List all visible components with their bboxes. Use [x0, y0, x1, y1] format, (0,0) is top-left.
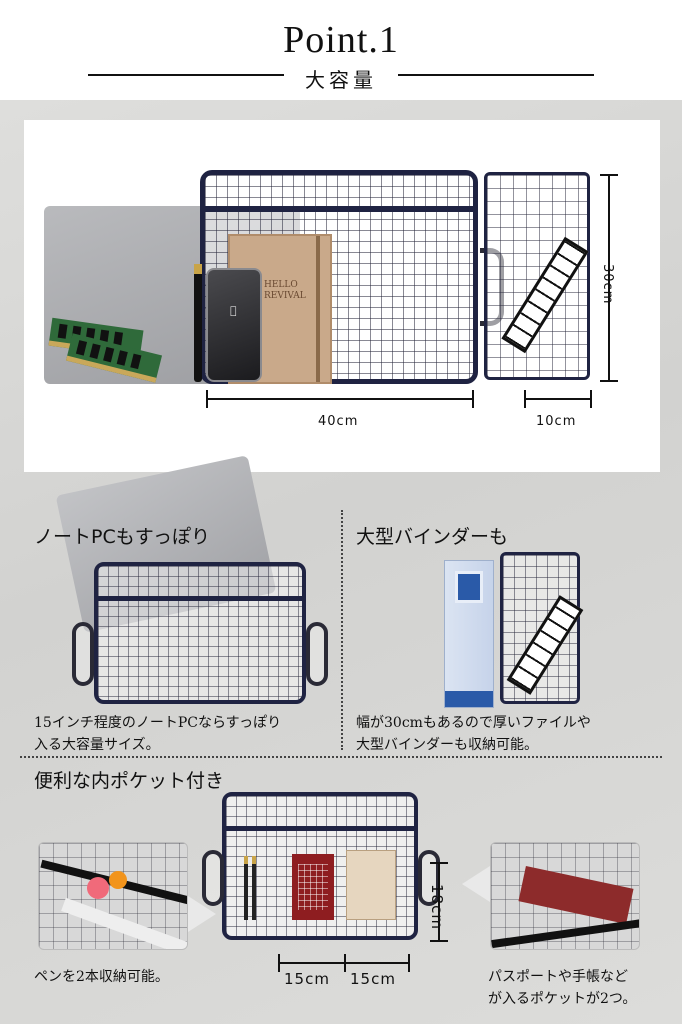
callout-pointer-left [188, 896, 216, 932]
header: Point.1 大容量 [0, 0, 682, 100]
depth-dimension-tick [590, 390, 592, 408]
section-title-binder: 大型バインダーも [356, 526, 509, 548]
width-dimension-tick [206, 390, 208, 408]
pocket-height-label: 18cm [428, 884, 446, 930]
pen-pocket-closeup-image [38, 842, 188, 950]
width-label: 40cm [318, 414, 359, 429]
section-divider-vertical [341, 510, 343, 750]
section-text-laptop-line1: 15インチ程度のノートPCならすっぽり [34, 715, 282, 731]
pocket-width-tick [344, 954, 346, 972]
section-text-binder-line2: 大型バインダーも収納可能。 [356, 737, 538, 753]
passport-pocket-caption-line1: パスポートや手帳など [488, 969, 628, 985]
notebook-cover-text: HELLO REVIVAL [264, 280, 306, 301]
fountain-pen-image [194, 264, 202, 382]
pens-in-pocket-image [244, 856, 258, 920]
height-dimension-tick [600, 174, 618, 176]
title-rule-left [88, 74, 284, 76]
binder-image [444, 560, 494, 708]
bag-zipper [98, 596, 302, 601]
bag-zipper [226, 826, 414, 831]
page-subtitle: 大容量 [305, 68, 377, 92]
passport-pocket-closeup-image [490, 842, 640, 950]
callout-pointer-right [462, 866, 490, 902]
smartphone-image:  [206, 268, 262, 382]
notebook-in-pocket-image [346, 850, 396, 920]
clear-bag-side-image [484, 172, 590, 380]
width-dimension-line [206, 398, 474, 400]
height-label: 30cm [600, 264, 615, 305]
depth-dimension-line [524, 398, 592, 400]
section-title-laptop: ノートPCもすっぽり [34, 526, 210, 548]
pocket-height-tick [430, 940, 448, 942]
pocket-right-width-label: 15cm [350, 970, 396, 988]
height-dimension-tick [600, 380, 618, 382]
width-dimension-tick [472, 390, 474, 408]
section-text-laptop-line2: 入る大容量サイズ。 [34, 737, 160, 753]
section-text-binder-line1: 幅が30cmもあるので厚いファイルや [356, 715, 591, 731]
clear-bag-side-with-binder-image [500, 552, 584, 704]
pen-pocket-caption: ペンを2本収納可能。 [34, 969, 169, 985]
pocket-width-tick [278, 954, 280, 972]
memory-modules-image [46, 317, 166, 398]
title-rule-right [398, 74, 594, 76]
section-divider-horizontal [20, 756, 662, 758]
pocket-left-width-label: 15cm [284, 970, 330, 988]
passport-in-pocket-image [292, 854, 334, 920]
depth-label: 10cm [536, 414, 577, 429]
passport-pocket-caption-line2: が入るポケットが2つ。 [488, 991, 637, 1007]
bag-zipper [204, 206, 474, 212]
pocket-height-tick [430, 862, 448, 864]
section-title-pocket: 便利な内ポケット付き [34, 770, 225, 792]
pocket-width-tick [408, 954, 410, 972]
apple-logo-icon:  [230, 304, 237, 317]
height-dimension-line [608, 174, 610, 382]
pocket-height-line [438, 862, 440, 942]
depth-dimension-tick [524, 390, 526, 408]
page-title: Point.1 [283, 19, 399, 61]
clear-bag-with-laptop-image [72, 562, 328, 704]
